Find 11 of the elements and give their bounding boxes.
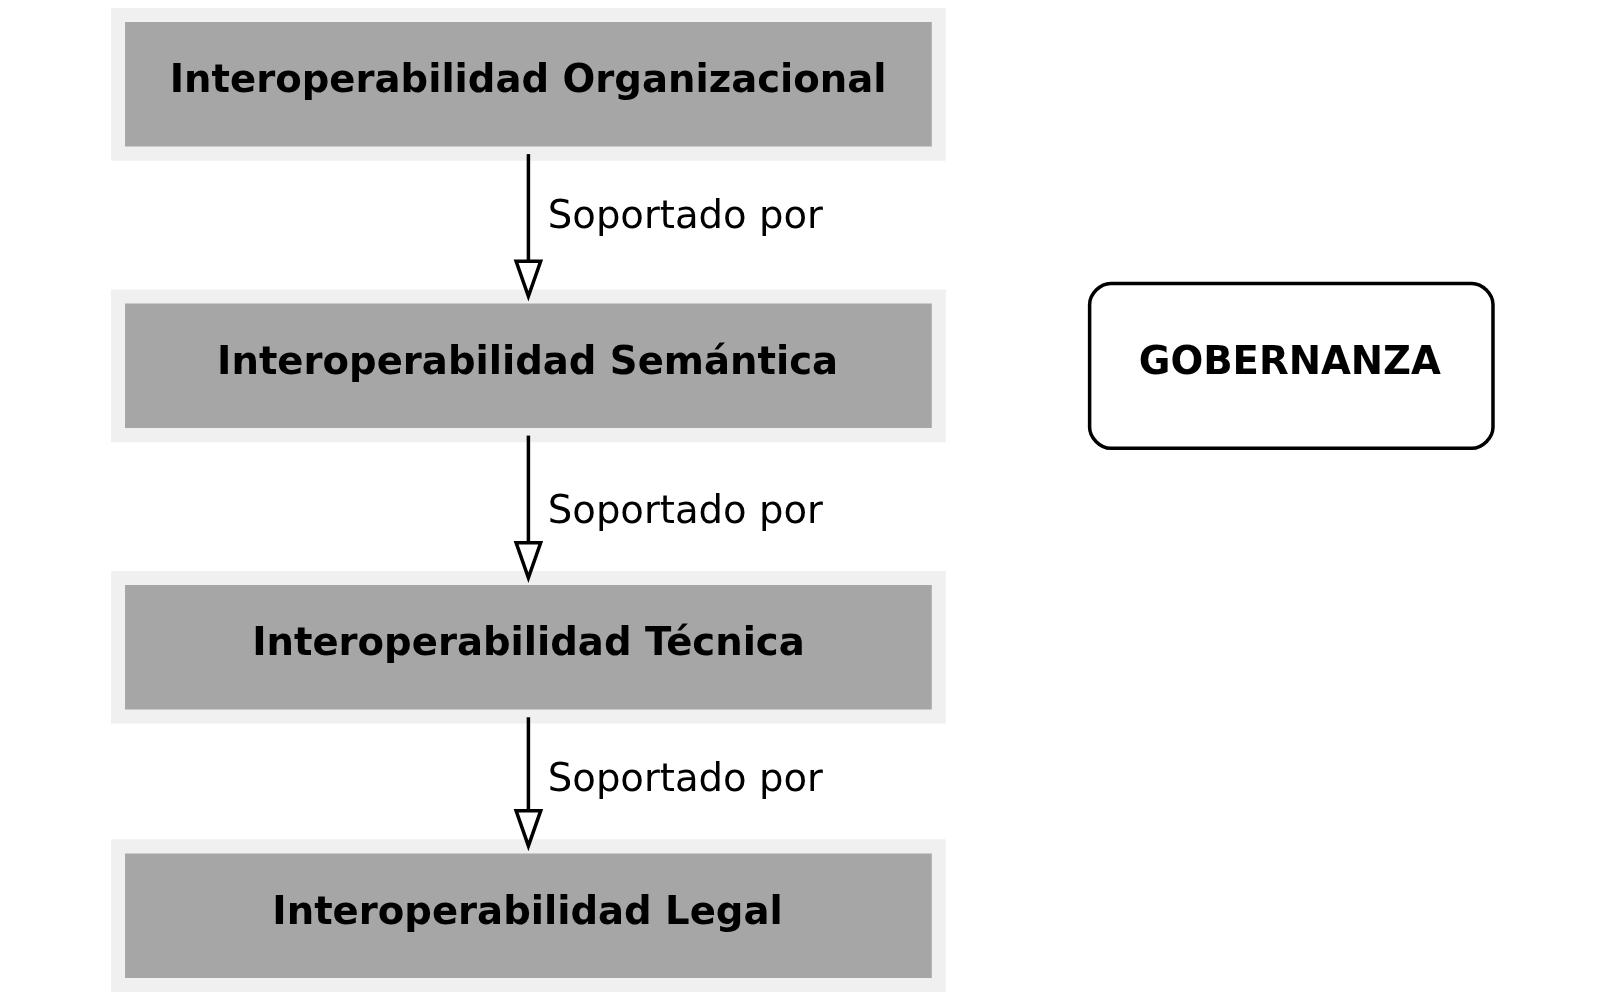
arrow — [513, 435, 544, 584]
node-box: Interoperabilidad Técnica — [111, 571, 946, 724]
edge-label: Soportado por — [547, 192, 823, 238]
edge-label: Soportado por — [547, 486, 823, 532]
edge-label: Soportado por — [547, 755, 823, 801]
node-box: Interoperabilidad Organizacional — [111, 8, 946, 161]
arrow — [513, 717, 544, 852]
arrow — [513, 154, 544, 302]
node-box: GOBERNANZA — [1087, 281, 1495, 450]
node-box: Interoperabilidad Semántica — [111, 289, 946, 443]
node-box: Interoperabilidad Legal — [111, 839, 946, 992]
